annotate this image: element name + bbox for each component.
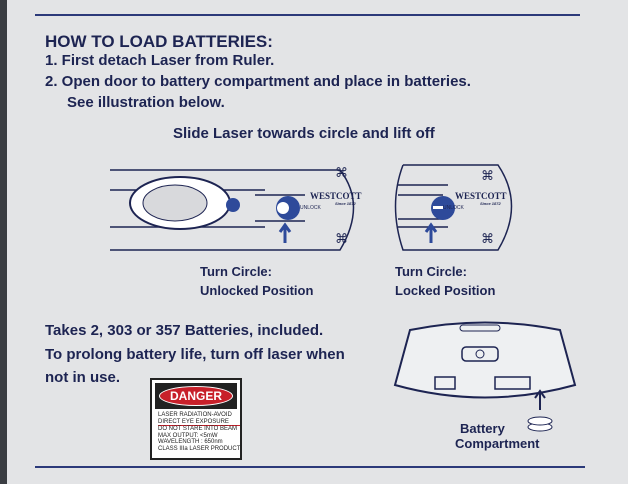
unlocked-diagram: ⌘⌘ (110, 165, 355, 251)
danger-line: LASER RADIATION-AVOID (158, 412, 232, 418)
unlock-label: UNLOCK (300, 205, 321, 211)
svg-text:⌘: ⌘ (335, 231, 348, 246)
caption-locked: Locked Position (395, 283, 496, 298)
top-rule (35, 14, 580, 16)
step-2-cont: See illustration below. (67, 94, 225, 111)
battery-note-1: Takes 2, 303 or 357 Batteries, included. (45, 322, 324, 339)
brand-logo: WESTCOTT (455, 191, 507, 201)
battery-compartment-diagram (393, 321, 577, 432)
svg-text:⌘: ⌘ (335, 165, 348, 180)
danger-line: DIRECT EYE EXPOSURE (158, 418, 229, 425)
svg-text:⌘: ⌘ (481, 168, 494, 183)
danger-line: WAVELENGTH : 650nm (158, 439, 223, 445)
danger-label: DANGER LASER RADIATION-AVOID DIRECT EYE … (150, 378, 242, 460)
caption-turn-circle: Turn Circle: (200, 264, 272, 279)
compartment-caption: Compartment (455, 436, 540, 451)
locked-diagram: ⌘⌘ (394, 164, 513, 251)
battery-note-2: To prolong battery life, turn off laser … (45, 346, 345, 363)
heading: HOW TO LOAD BATTERIES: (45, 32, 273, 51)
step-2: 2. Open door to battery compartment and … (45, 73, 471, 90)
brand-tagline: Since 1872 (335, 201, 356, 206)
svg-text:⌘: ⌘ (481, 231, 494, 246)
danger-line: MAX OUTPUT: <5mW (158, 432, 218, 439)
battery-caption: Battery (460, 421, 505, 436)
battery-note-3: not in use. (45, 369, 120, 386)
brand-logo: WESTCOTT (310, 191, 362, 201)
unlock-label: UNLOCK (443, 205, 464, 211)
danger-line: CLASS IIIa LASER PRODUCT (158, 445, 241, 452)
caption-turn-circle: Turn Circle: (395, 264, 467, 279)
danger-line: DO NOT STARE INTO BEAM (158, 425, 240, 433)
brand-tagline: Since 1872 (480, 201, 501, 206)
danger-title: DANGER (159, 386, 233, 406)
caption-unlocked: Unlocked Position (200, 283, 314, 298)
photo-edge (0, 0, 7, 484)
step-1: 1. First detach Laser from Ruler. (45, 52, 275, 69)
slide-caption: Slide Laser towards circle and lift off (173, 125, 435, 142)
bottom-rule (35, 466, 585, 468)
